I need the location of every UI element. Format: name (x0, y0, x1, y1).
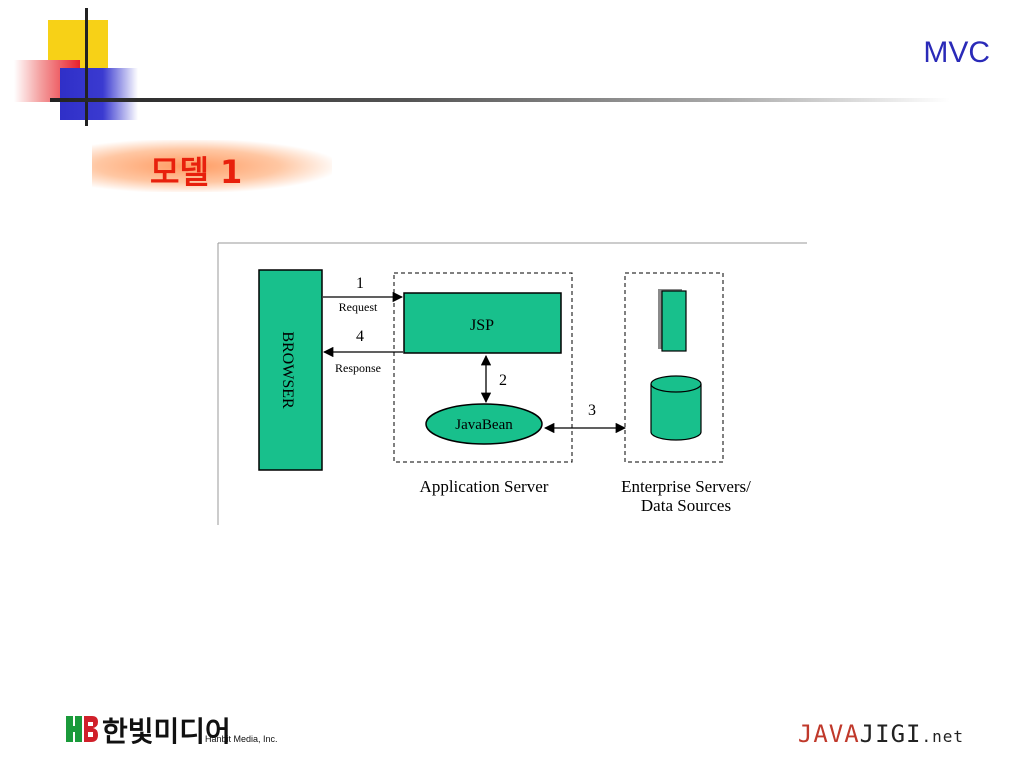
browser-box (258, 269, 323, 471)
hanbit-logo-mark (66, 716, 98, 742)
step2-number: 2 (499, 372, 507, 389)
enterprise-container (624, 272, 724, 463)
decor-horizontal-rule (50, 98, 950, 102)
hanbit-name-kr: 한빛미디어 (102, 715, 231, 748)
javajigi-part-net: .net (921, 727, 964, 746)
step3-number: 3 (588, 402, 596, 419)
step4-label: Response (335, 361, 381, 375)
jsp-label: JSP (470, 317, 494, 334)
app-server-label: Application Server (420, 477, 549, 496)
jsp-box (403, 292, 562, 354)
decor-vertical-line (85, 8, 88, 126)
step1-number: 1 (356, 275, 364, 292)
slide-title: MVC (923, 36, 990, 69)
enterprise-label-line1: Enterprise Servers/ (621, 477, 751, 496)
javajigi-part-java: JAVA (797, 720, 860, 748)
javajigi-part-jigi: JIGI (859, 720, 922, 748)
subtitle-highlight (92, 140, 332, 192)
step4-number: 4 (356, 328, 364, 345)
enterprise-label-line2: Data Sources (641, 496, 731, 515)
javajigi-logo: JAVAJIGI.net (798, 720, 964, 748)
slide-subtitle: 모델 1 (150, 153, 243, 191)
browser-label: BROWSER (279, 331, 296, 409)
server-box (661, 290, 687, 352)
database-cylinder (650, 384, 702, 441)
javabean-ellipse (425, 403, 543, 445)
step1-label: Request (339, 300, 378, 314)
decor-blue-square (60, 68, 138, 120)
javabean-label: JavaBean (455, 417, 513, 433)
database-top (650, 375, 702, 393)
app-server-container (393, 272, 573, 463)
hanbit-name-en: Hanbit Media, Inc. (205, 734, 278, 744)
